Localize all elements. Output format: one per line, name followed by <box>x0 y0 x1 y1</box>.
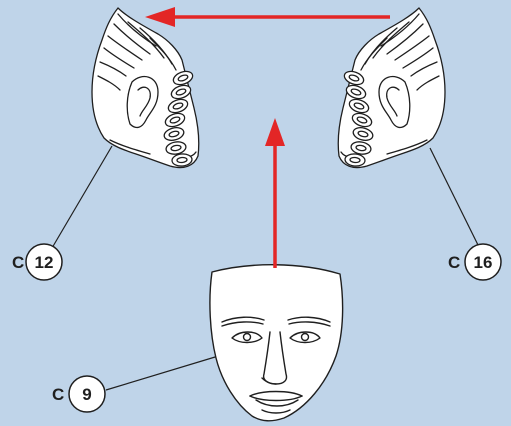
label-right-head-prefix: C <box>448 253 460 272</box>
left-head-profile-icon <box>92 8 199 168</box>
label-left-head-number: 12 <box>35 253 54 272</box>
face-mask-icon <box>210 265 343 421</box>
leader-line-mask <box>106 354 225 390</box>
right-head-profile-icon <box>338 8 445 168</box>
leader-line-left-head <box>52 146 112 248</box>
label-mask-number: 9 <box>82 385 91 404</box>
leader-line-right-head <box>430 148 479 247</box>
arrow-horizontal-head <box>145 7 175 27</box>
label-right-head: C 16 <box>448 244 501 280</box>
label-right-head-number: 16 <box>474 253 493 272</box>
label-mask-prefix: C <box>52 385 64 404</box>
label-mask: C 9 <box>52 376 105 412</box>
label-left-head: C 12 <box>12 244 62 280</box>
label-left-head-prefix: C <box>12 253 24 272</box>
arrow-vertical-head <box>265 118 285 146</box>
